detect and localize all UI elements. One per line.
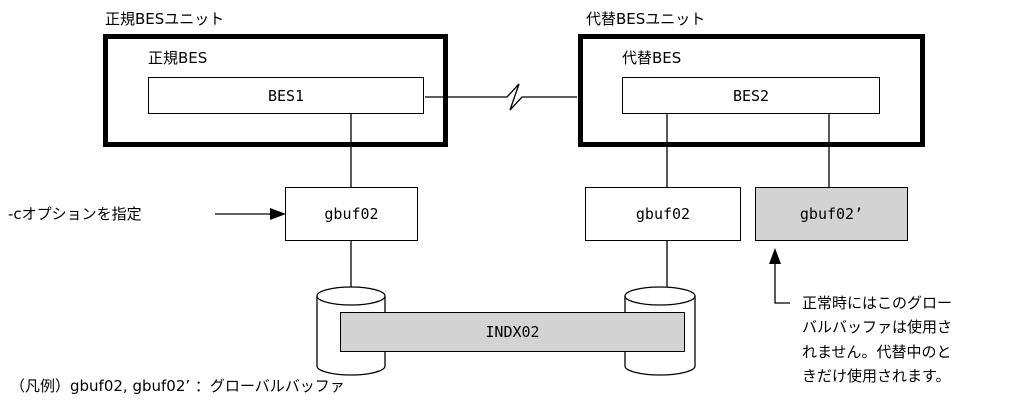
option-note: -cオプションを指定	[8, 205, 142, 223]
unused-note-line-3: れません。代替中のと	[802, 343, 952, 361]
gbuf-alternate-box: gbuf02	[585, 187, 741, 241]
bes1-box: BES1	[148, 77, 424, 114]
alternate-unit-label: 代替BESユニット	[586, 10, 706, 28]
alternate-bes-unit	[578, 34, 925, 147]
note-arrow-line	[774, 262, 790, 304]
unused-note-line-4: きだけ使用されます。	[802, 367, 951, 385]
option-arrow-head	[270, 208, 286, 220]
unused-note-line-1: 正常時にはこのグロー	[802, 294, 953, 312]
gbuf-primary-box: gbuf02	[285, 187, 418, 241]
unused-note-line-2: バルバッファは使用さ	[802, 318, 953, 336]
note-arrow-head	[769, 248, 781, 264]
index-label: INDX02	[485, 323, 540, 341]
alternate-bes-label: 代替BES	[622, 49, 682, 67]
bes2-label: BES2	[732, 86, 770, 105]
primary-unit-label: 正規BESユニット	[105, 10, 225, 28]
index-bar: INDX02	[340, 312, 685, 352]
primary-bes-label: 正規BES	[148, 49, 208, 67]
gbuf-primary-label: gbuf02	[324, 205, 379, 223]
gbuf-alternate-label: gbuf02	[635, 205, 691, 223]
unit-link-line	[425, 83, 577, 111]
bes1-label: BES1	[267, 86, 305, 105]
gbuf-alternate-shaded-label: gbuf02’	[799, 205, 864, 223]
legend: （凡例）gbuf02, gbuf02’ ：グローバルバッファ	[10, 377, 345, 395]
primary-bes-unit	[103, 34, 448, 147]
bes2-box: BES2	[622, 77, 880, 114]
gbuf-alternate-shaded-box: gbuf02’	[755, 187, 908, 241]
